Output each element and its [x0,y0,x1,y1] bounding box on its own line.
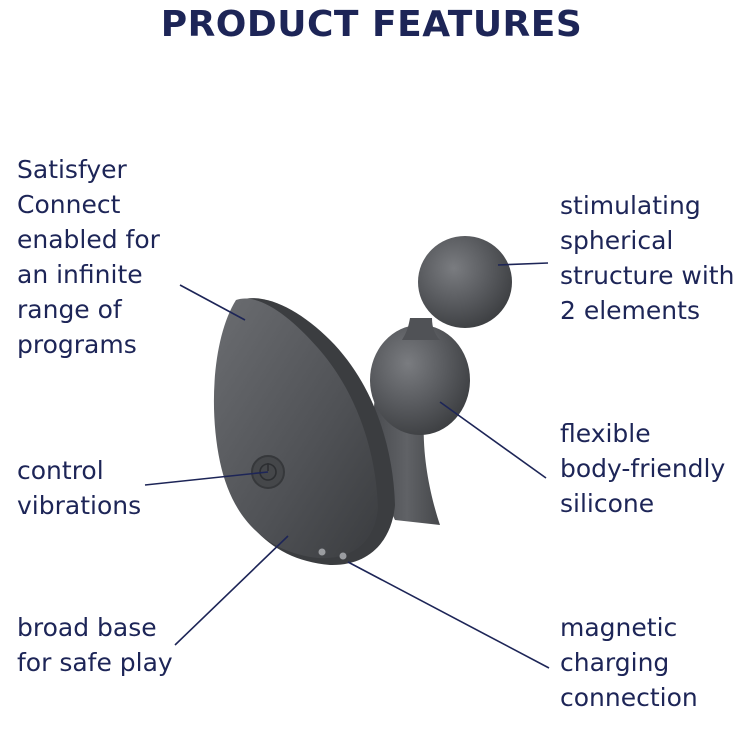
leader-line-control-vibrations [144,471,269,486]
device-base-face [213,298,378,559]
leader-line-broad-base [174,535,289,646]
feature-label-spherical-structure: stimulating spherical structure with 2 e… [560,191,735,325]
leader-line-satisfyer-connect [179,284,246,321]
page-title: PRODUCT FEATURES [160,4,583,45]
device-body [213,236,512,566]
feature-label-magnetic-charging: magnetic charging connection [560,613,698,712]
feature-label-flexible-silicone: flexible body-friendly silicone [560,419,726,518]
leader-line-spherical-structure [497,262,549,266]
leader-line-magnetic-charging [347,561,550,669]
device-neck [402,318,440,340]
leader-line-flexible-silicone [439,401,547,479]
charging-contact-icon [339,552,347,560]
feature-label-satisfyer-connect: Satisfyer Connect enabled for an infinit… [17,155,160,359]
feature-label-control-vibrations: control vibrations [17,456,142,520]
feature-label-broad-base: broad base for safe play [17,613,173,677]
leader-lines [144,262,550,669]
device-lower-bulb [370,325,470,435]
charging-contact-icon [318,548,326,556]
device-upper-bulb [418,236,512,328]
